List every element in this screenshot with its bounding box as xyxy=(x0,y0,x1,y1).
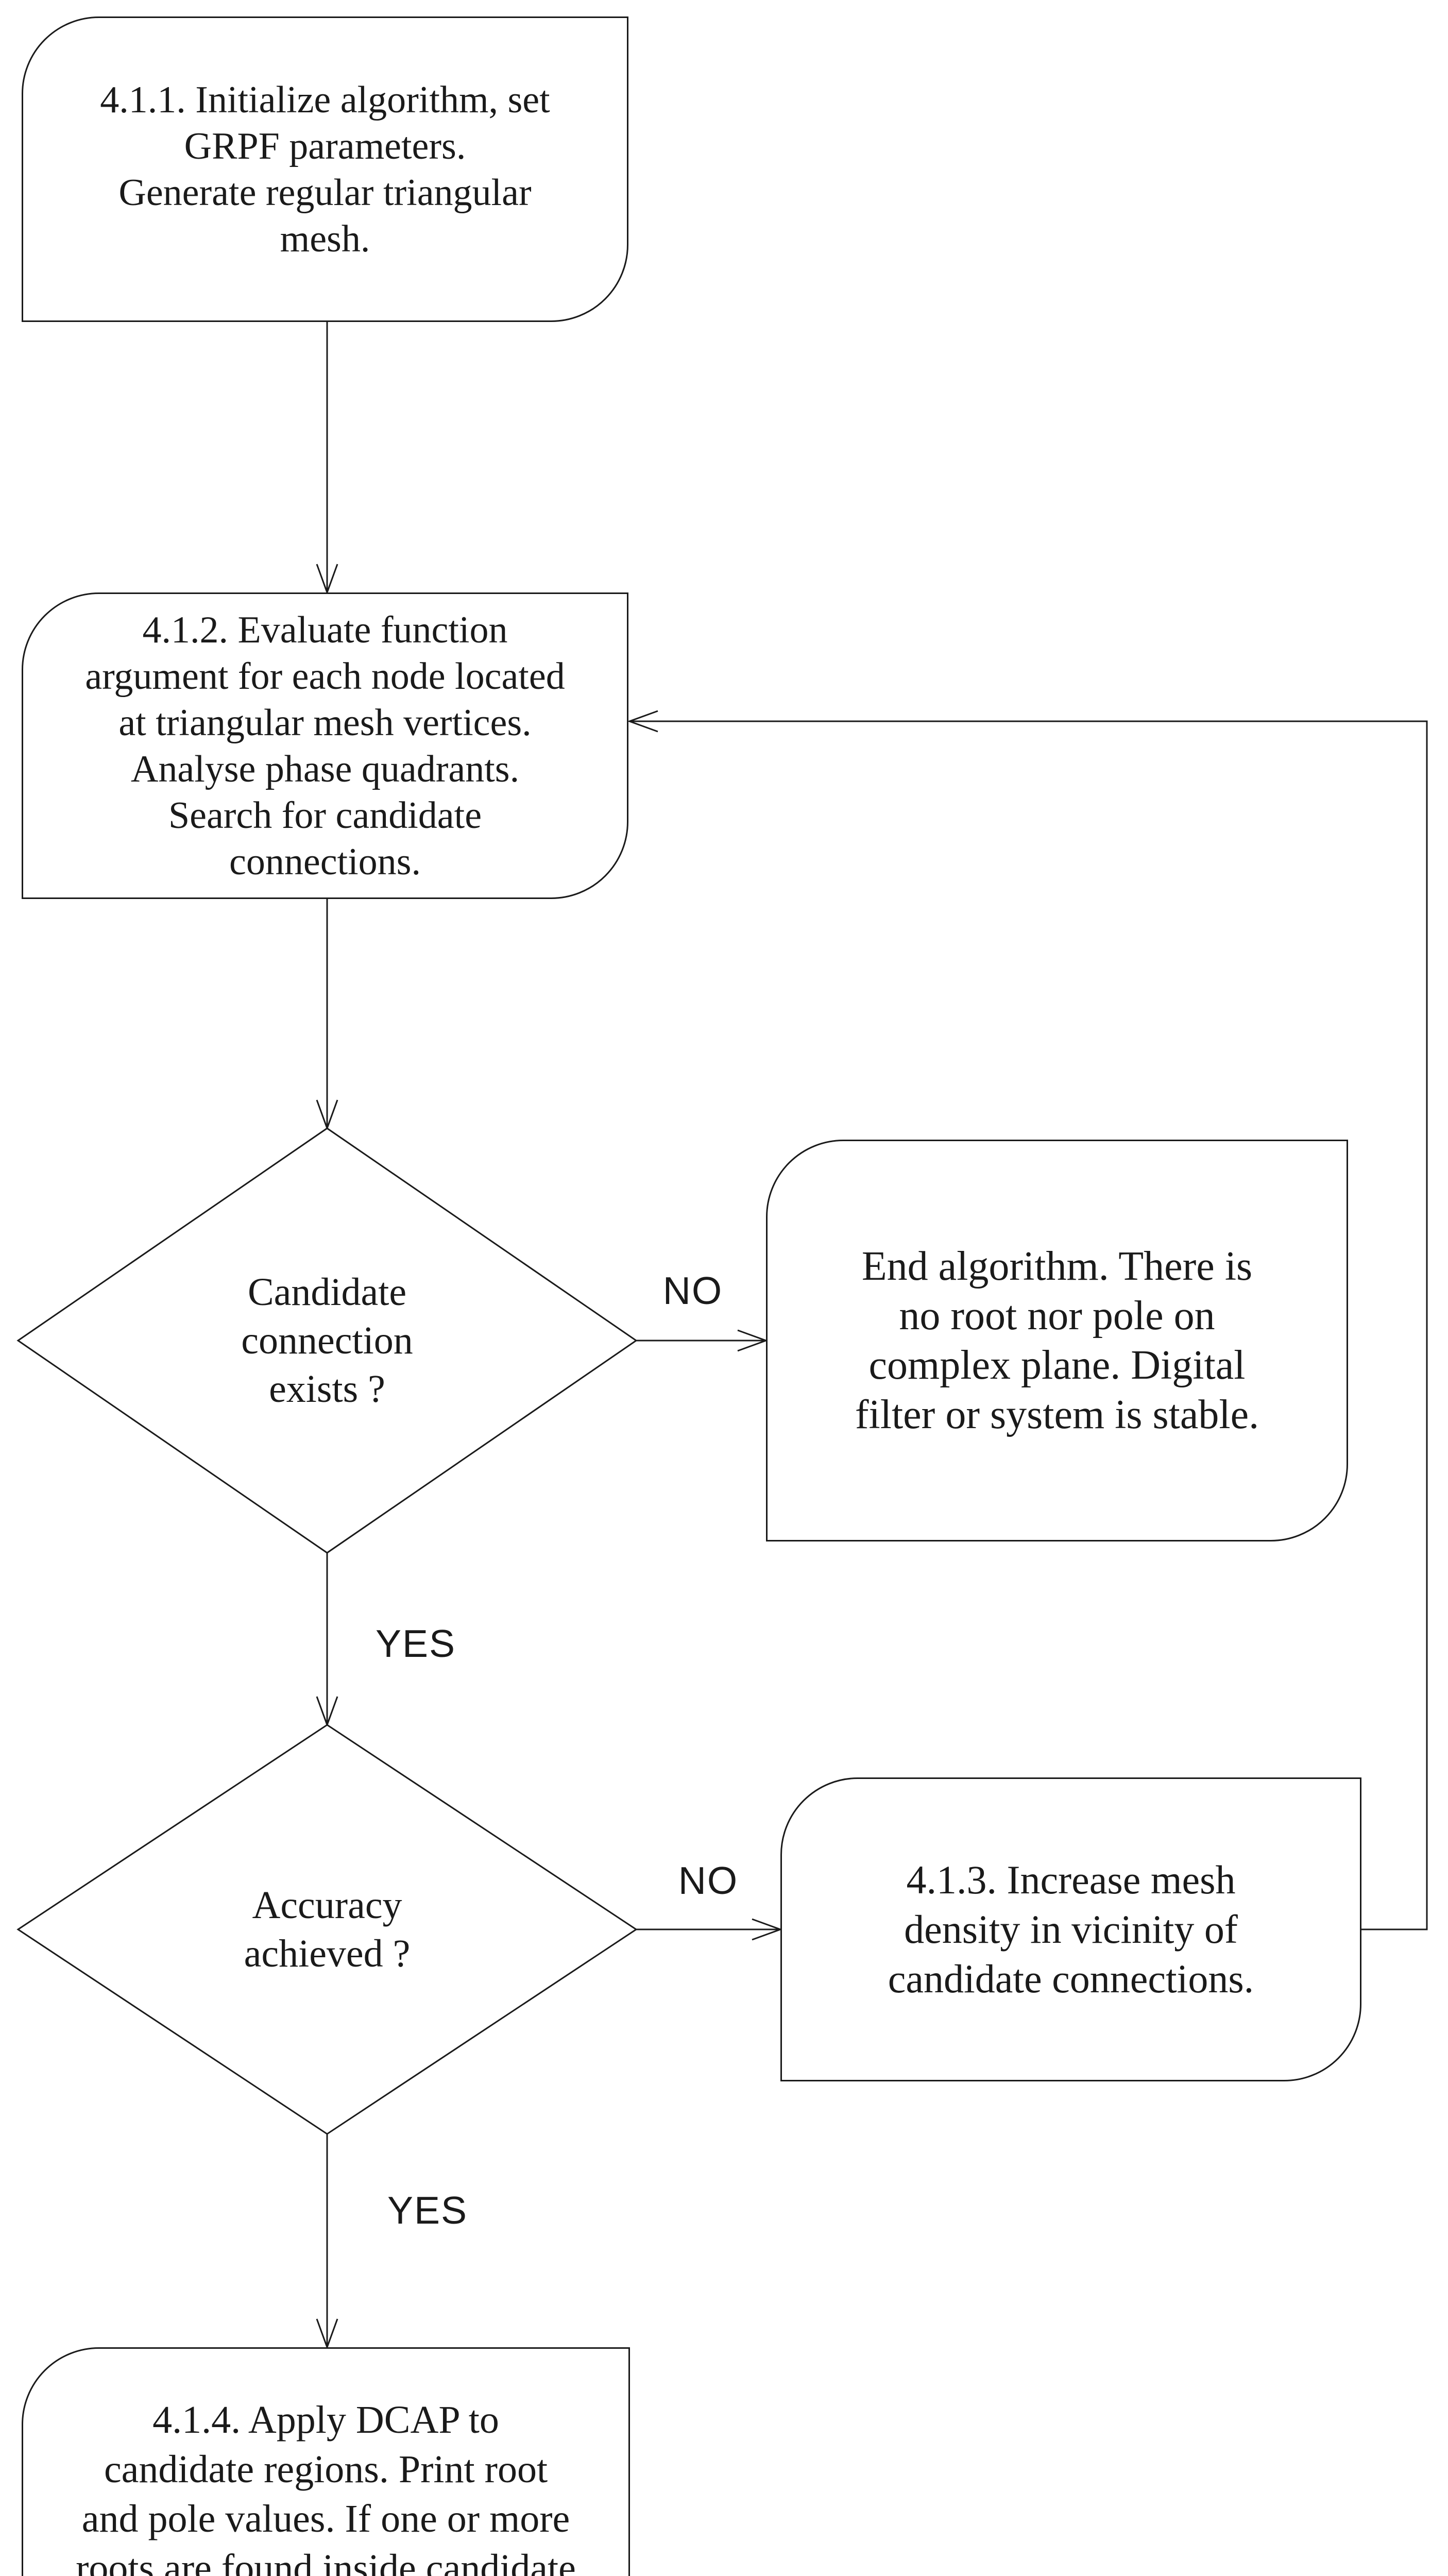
decision-accuracy-shape xyxy=(16,1724,638,2135)
text-line: mesh. xyxy=(280,217,370,260)
feedback-loop-line xyxy=(629,720,1428,1930)
text-line: End algorithm. There is xyxy=(861,1244,1253,1289)
decision-accuracy-text: Accuracy achieved ? xyxy=(121,1862,533,1996)
text-line: density in vicinity of xyxy=(904,1907,1238,1952)
label-candidate-no: NO xyxy=(662,1269,723,1312)
text-line: Generate regular triangular xyxy=(118,171,532,214)
label-accuracy-yes: YES xyxy=(387,2189,468,2232)
text-line: 4.1.2. Evaluate function xyxy=(142,608,508,651)
text-line: Accuracy xyxy=(252,1884,402,1927)
arrowhead-feedback-to-evaluate xyxy=(627,710,658,733)
text-line: 4.1.4. Apply DCAP to xyxy=(152,2398,499,2442)
text-line: at triangular mesh vertices. xyxy=(118,701,532,744)
text-line: Analyse phase quadrants. xyxy=(130,748,520,790)
text-line: filter or system is stable. xyxy=(855,1392,1259,1437)
text-line: and pole values. If one or more xyxy=(81,2497,570,2540)
text-line: exists ? xyxy=(269,1367,385,1411)
label-candidate-yes: YES xyxy=(375,1622,456,1665)
node-increase-mesh: 4.1.3. Increase mesh density in vicinity … xyxy=(780,1777,1361,2081)
label-accuracy-no: NO xyxy=(678,1859,739,1902)
text-line: 4.1.3. Increase mesh xyxy=(906,1857,1236,1902)
text-line: 4.1.1. Initialize algorithm, set xyxy=(100,78,550,121)
text-line: candidate regions. Print root xyxy=(104,2448,548,2491)
decision-candidate-text: Candidate connection exists ? xyxy=(121,1253,533,1428)
text-line: roots are found inside candidate xyxy=(76,2547,576,2576)
text-line: candidate connections. xyxy=(888,1956,1254,2001)
text-line: no root nor pole on xyxy=(899,1293,1215,1338)
text-line: achieved ? xyxy=(244,1932,411,1975)
node-apply-dcap: 4.1.4. Apply DCAP to candidate regions. P… xyxy=(22,2347,630,2576)
text-line: connections. xyxy=(229,840,421,883)
text-line: connection xyxy=(241,1319,413,1362)
text-line: complex plane. Digital xyxy=(868,1343,1246,1388)
text-line: argument for each node located xyxy=(85,655,565,698)
decision-candidate-shape xyxy=(16,1127,638,1554)
text-line: GRPF parameters. xyxy=(184,125,466,167)
text-line: Candidate xyxy=(247,1270,407,1314)
text-line: Search for candidate xyxy=(168,794,482,837)
